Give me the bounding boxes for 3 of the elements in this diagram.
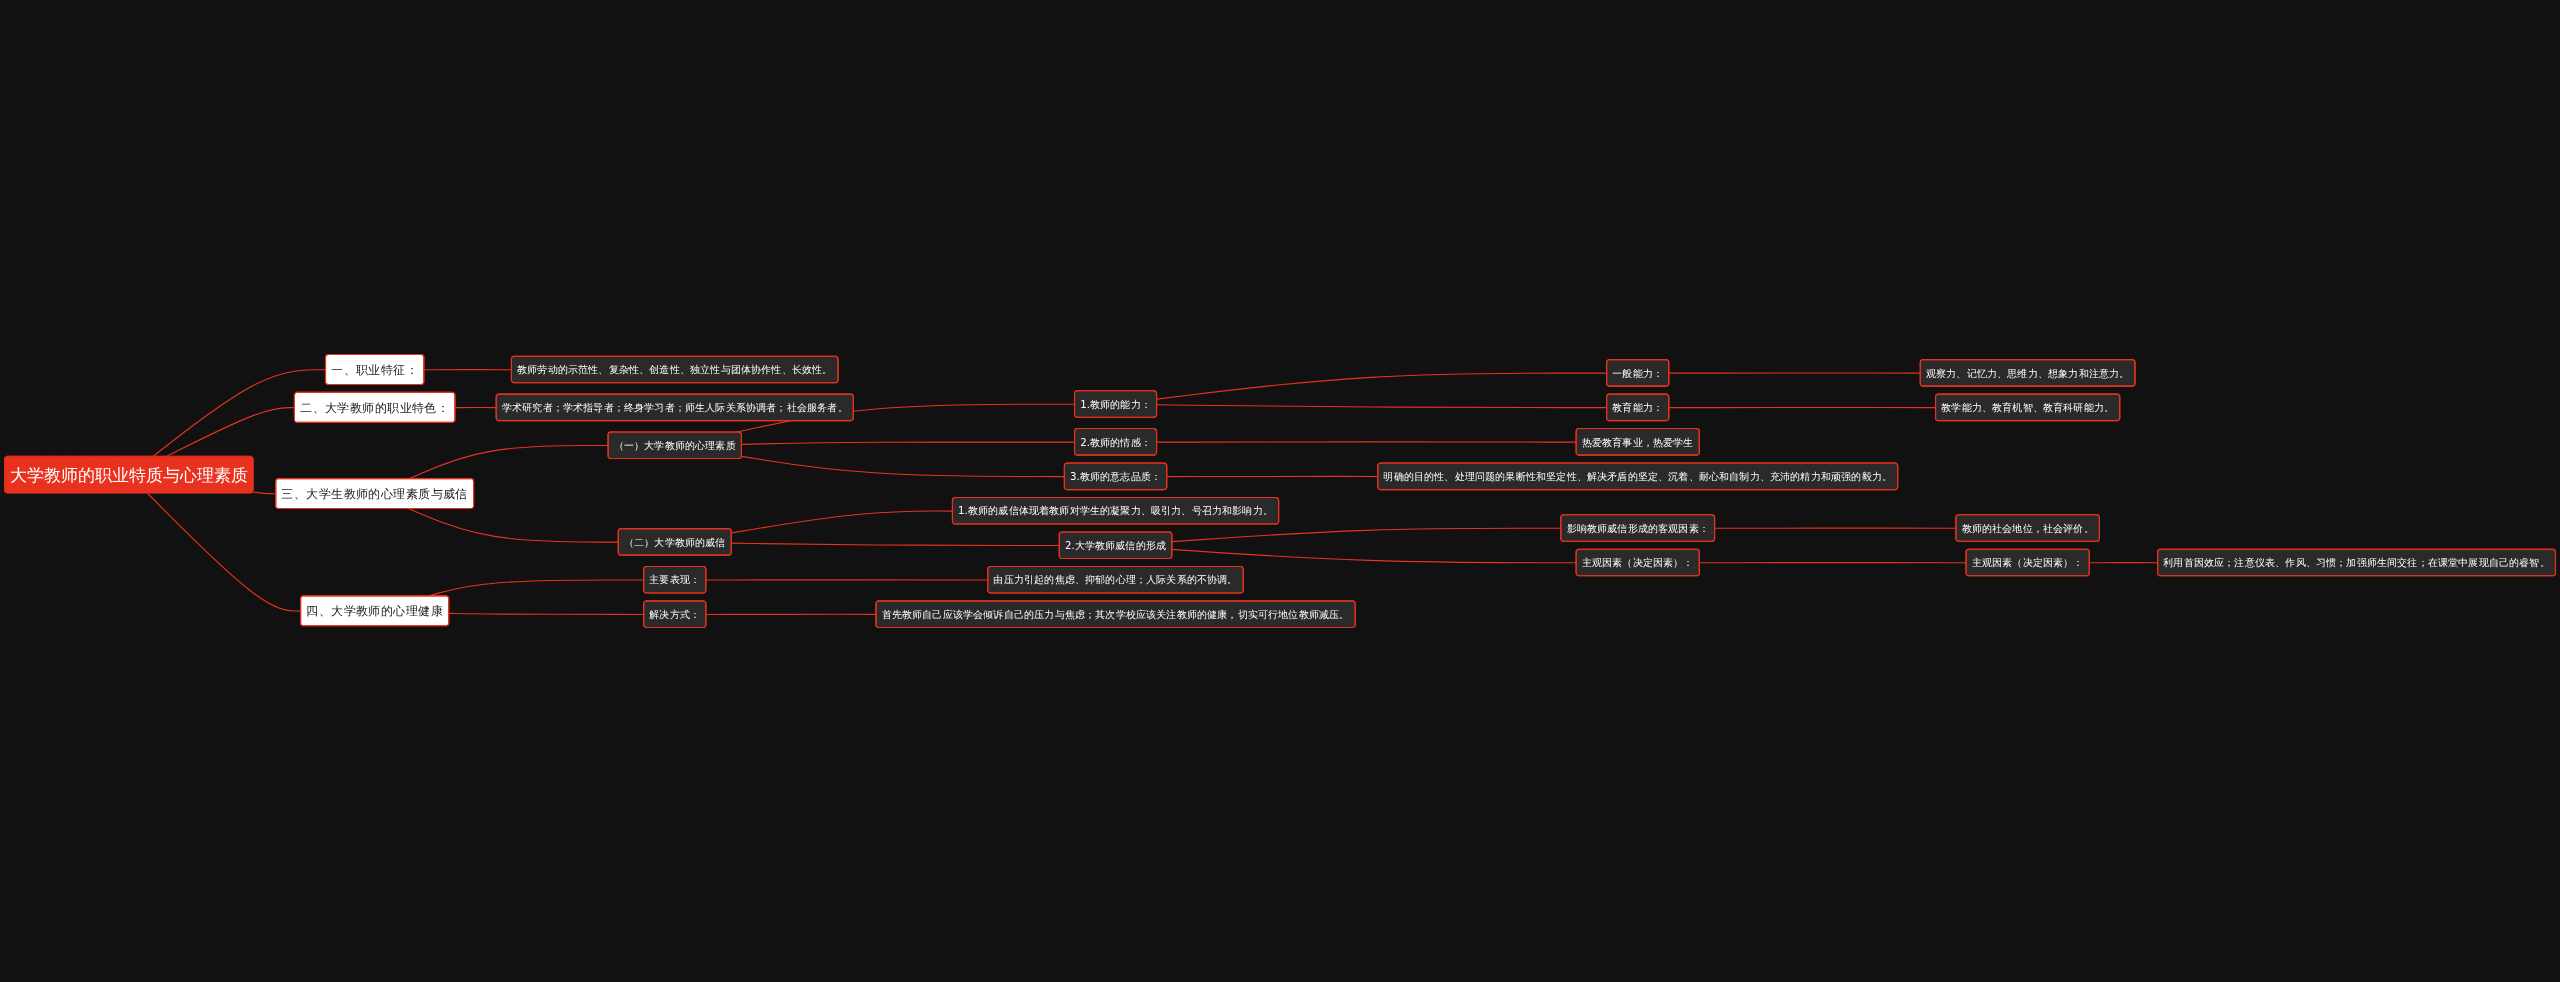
connector — [1699, 562, 1967, 564]
connector — [1171, 548, 1577, 564]
connector — [1156, 441, 1577, 443]
